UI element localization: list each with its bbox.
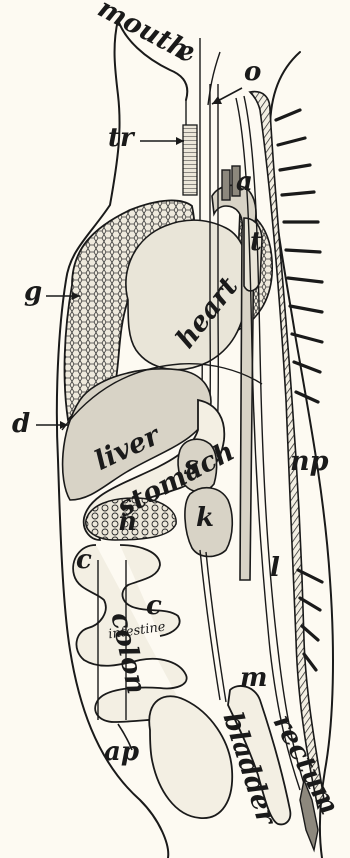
label-t: t [250,227,262,257]
label-d: d [12,409,30,439]
label-e: e [178,37,195,67]
label-tr: tr [108,123,136,153]
label-m: m [240,663,268,693]
bladder [149,696,232,818]
label-k: k [196,503,214,533]
label-ap: ap [104,737,139,767]
label-o: o [244,57,261,87]
ureter [200,550,226,702]
label-l: l [270,553,280,583]
label-np: np [290,446,329,477]
label-g: g [24,277,42,307]
label-a: a [236,167,253,197]
label-c-lower: c [146,591,162,621]
label-n: n [118,507,137,537]
trachea [183,125,197,195]
label-c-upper: c [76,545,92,575]
label-s: s [183,451,199,481]
